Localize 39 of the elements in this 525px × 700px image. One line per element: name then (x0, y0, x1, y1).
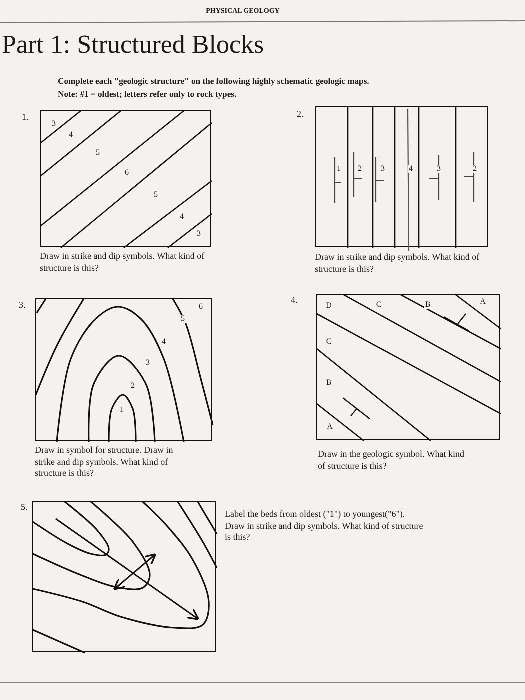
bed-label: B (325, 379, 333, 387)
bed-label: 2 (472, 165, 478, 173)
bed-label: D (325, 302, 333, 310)
bed-label: C (375, 301, 383, 309)
instruction-text: Note: #1 = oldest; letters refer only to rock types. (58, 89, 238, 99)
bed-label: 3 (145, 359, 151, 367)
bed-label: 1 (336, 165, 342, 173)
question-number: 3. (19, 301, 26, 310)
bed-label: C (325, 338, 333, 346)
bed-label: 4 (179, 213, 185, 221)
page-title: Part 1: Structured Blocks (2, 30, 264, 60)
bed-label: 4 (68, 131, 74, 139)
bed-label: 6 (124, 169, 130, 177)
question-number: 5. (21, 503, 28, 512)
bed-label: 5 (95, 149, 101, 157)
bed-label: 3 (196, 230, 202, 238)
bed-label: 4 (408, 165, 414, 173)
bed-label: 6 (198, 303, 204, 311)
bed-label: A (326, 423, 334, 431)
question-text: Label the beds from oldest ("1") to youngest("6"). Draw in strike and dip symbols. What kind of structure is this? (225, 509, 424, 544)
bed-label: 4 (161, 338, 167, 346)
bed-label: 1 (119, 406, 125, 414)
question-number: 1. (22, 113, 29, 122)
bed-label: 3 (436, 165, 442, 173)
bed-label: 2 (357, 165, 363, 173)
bed-label: 2 (130, 382, 136, 390)
question-text: Draw in symbol for structure. Draw in strike and dip symbols. What kind of structure is this? (35, 445, 174, 480)
question-text: Draw in strike and dip symbols. What kind of structure is this? (40, 251, 206, 274)
bed-label: 3 (51, 120, 57, 128)
bed-label: A (479, 298, 487, 306)
question-text: Draw in strike and dip symbols. What kind of structure is this? (315, 252, 481, 276)
question-number: 4. (291, 296, 298, 305)
bed-label: B (424, 301, 432, 309)
bed-label: 3 (380, 165, 386, 173)
question-number: 2. (297, 110, 304, 119)
instruction-text: Complete each "geologic structure" on the following highly schematic geologic maps. (58, 76, 370, 86)
bed-label: 5 (180, 315, 186, 323)
question-text: Draw in the geologic symbol. What kind of structure is this? (318, 449, 466, 472)
bed-label: 5 (153, 191, 159, 199)
